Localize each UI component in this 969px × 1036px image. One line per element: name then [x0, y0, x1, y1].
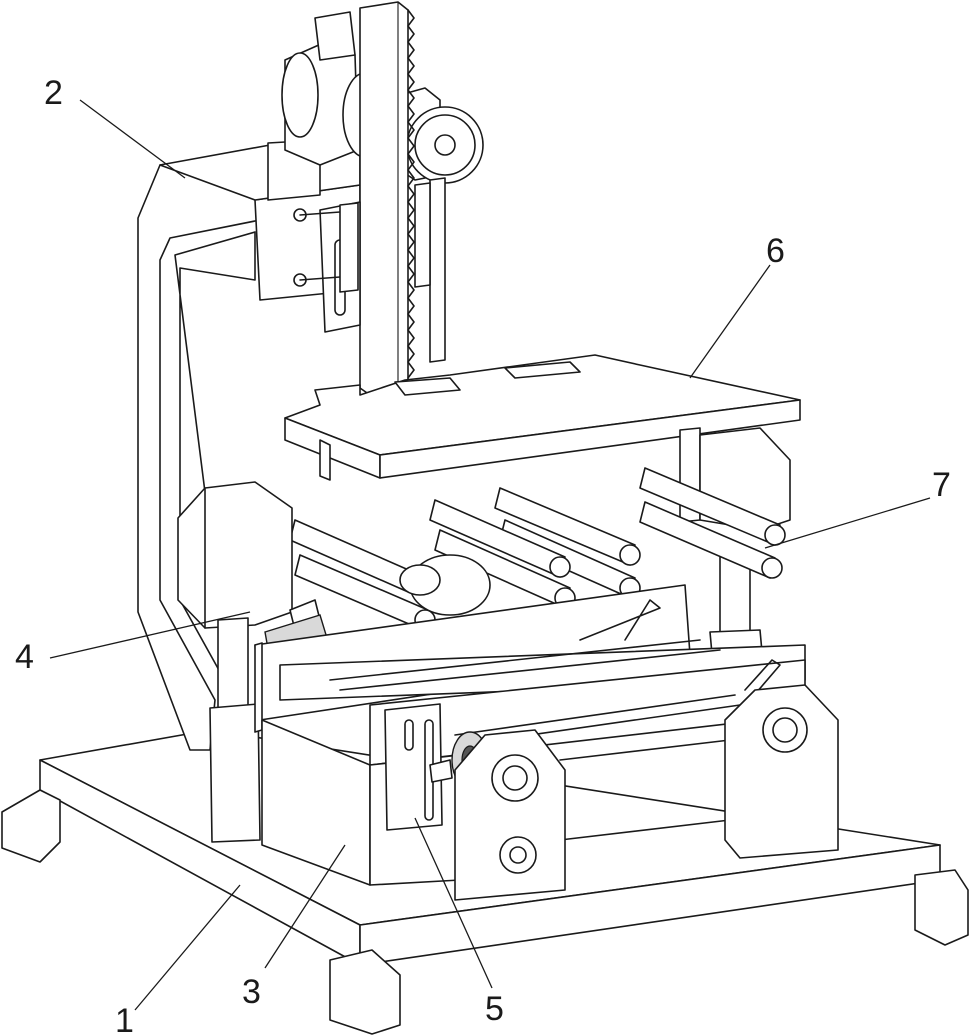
callout-5: 5 [485, 990, 504, 1028]
callout-2: 2 [44, 74, 63, 112]
front-end-block [455, 730, 565, 900]
callout-7: 7 [932, 466, 951, 504]
callout-1: 1 [115, 1002, 134, 1036]
leader-2 [80, 100, 185, 178]
vertical-rack [360, 2, 445, 395]
drive-gear [407, 107, 483, 183]
callout-6: 6 [766, 232, 785, 270]
callout-3: 3 [242, 973, 261, 1011]
leader-6 [690, 265, 770, 378]
left-post [210, 618, 260, 842]
leader-1 [135, 885, 240, 1010]
callout-4: 4 [15, 638, 34, 676]
rear-end-block [725, 685, 838, 858]
